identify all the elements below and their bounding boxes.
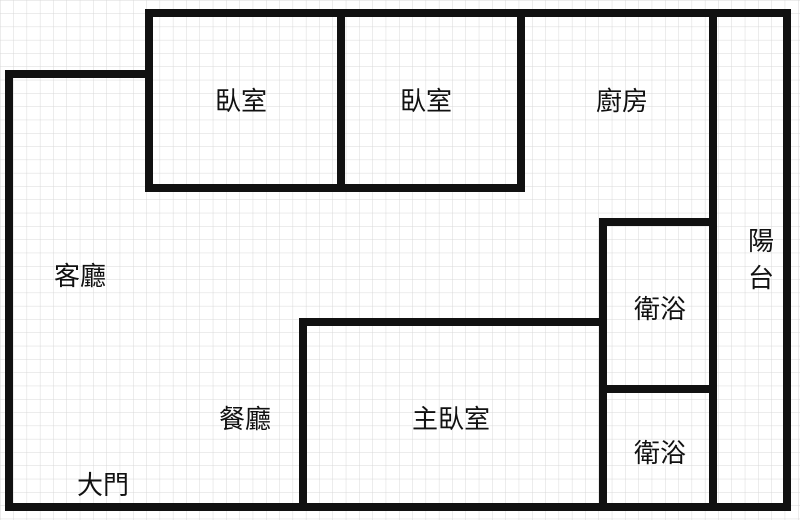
bathroom-block-wall [599, 218, 717, 511]
master-bedroom-label: 主臥室 [412, 405, 490, 435]
outer-wall [5, 9, 791, 511]
bedroom-2-label: 臥室 [400, 87, 452, 117]
balcony-label-line-2: 台 [748, 264, 774, 294]
bedroom-block-wall [145, 9, 525, 192]
bathroom-2-label: 衛浴 [634, 439, 686, 469]
bathroom-1-label: 衛浴 [634, 295, 686, 325]
kitchen-label: 廚房 [596, 87, 648, 117]
living-room-label: 客廳 [54, 262, 106, 292]
master-bedroom-wall [299, 318, 607, 511]
dining-room-label: 餐廳 [219, 405, 271, 435]
walls [5, 9, 791, 511]
room-labels: 臥室 臥室 廚房 客廳 陽 台 衛浴 主臥室 餐廳 衛浴 大門 [54, 87, 774, 501]
bedroom-1-label: 臥室 [215, 87, 267, 117]
balcony-label-line-1: 陽 [748, 227, 774, 257]
main-door-label: 大門 [77, 471, 129, 501]
